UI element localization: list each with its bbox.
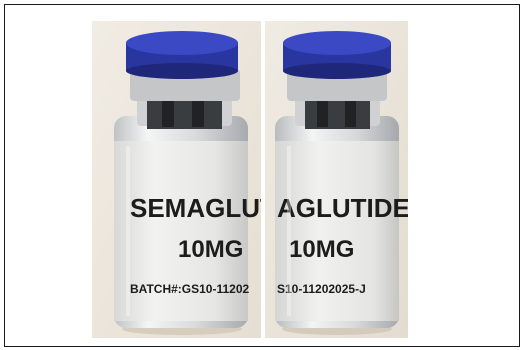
vial-batch-text: BATCH#:GS10-11202 bbox=[130, 282, 249, 296]
vial-batch-text: S10-11202025-J bbox=[277, 282, 366, 296]
vial-dose-text: 10MG bbox=[178, 236, 243, 263]
vial-photo-right: AGLUTIDE 10MG S10-11202025-J bbox=[265, 21, 408, 338]
vial-left: SEMAGLUTI 10MG BATCH#:GS10-11202 bbox=[92, 21, 261, 338]
vial-name-text: AGLUTIDE bbox=[277, 193, 408, 223]
vial-name-text: SEMAGLUTI bbox=[130, 193, 261, 223]
vial-dose-text: 10MG bbox=[289, 236, 354, 263]
vial-photo-left: SEMAGLUTI 10MG BATCH#:GS10-11202 bbox=[92, 21, 261, 338]
vial-right: AGLUTIDE 10MG S10-11202025-J bbox=[265, 21, 408, 338]
vial-label-left bbox=[114, 141, 248, 321]
image-frame bbox=[4, 4, 520, 347]
vial-label-right bbox=[275, 141, 399, 321]
